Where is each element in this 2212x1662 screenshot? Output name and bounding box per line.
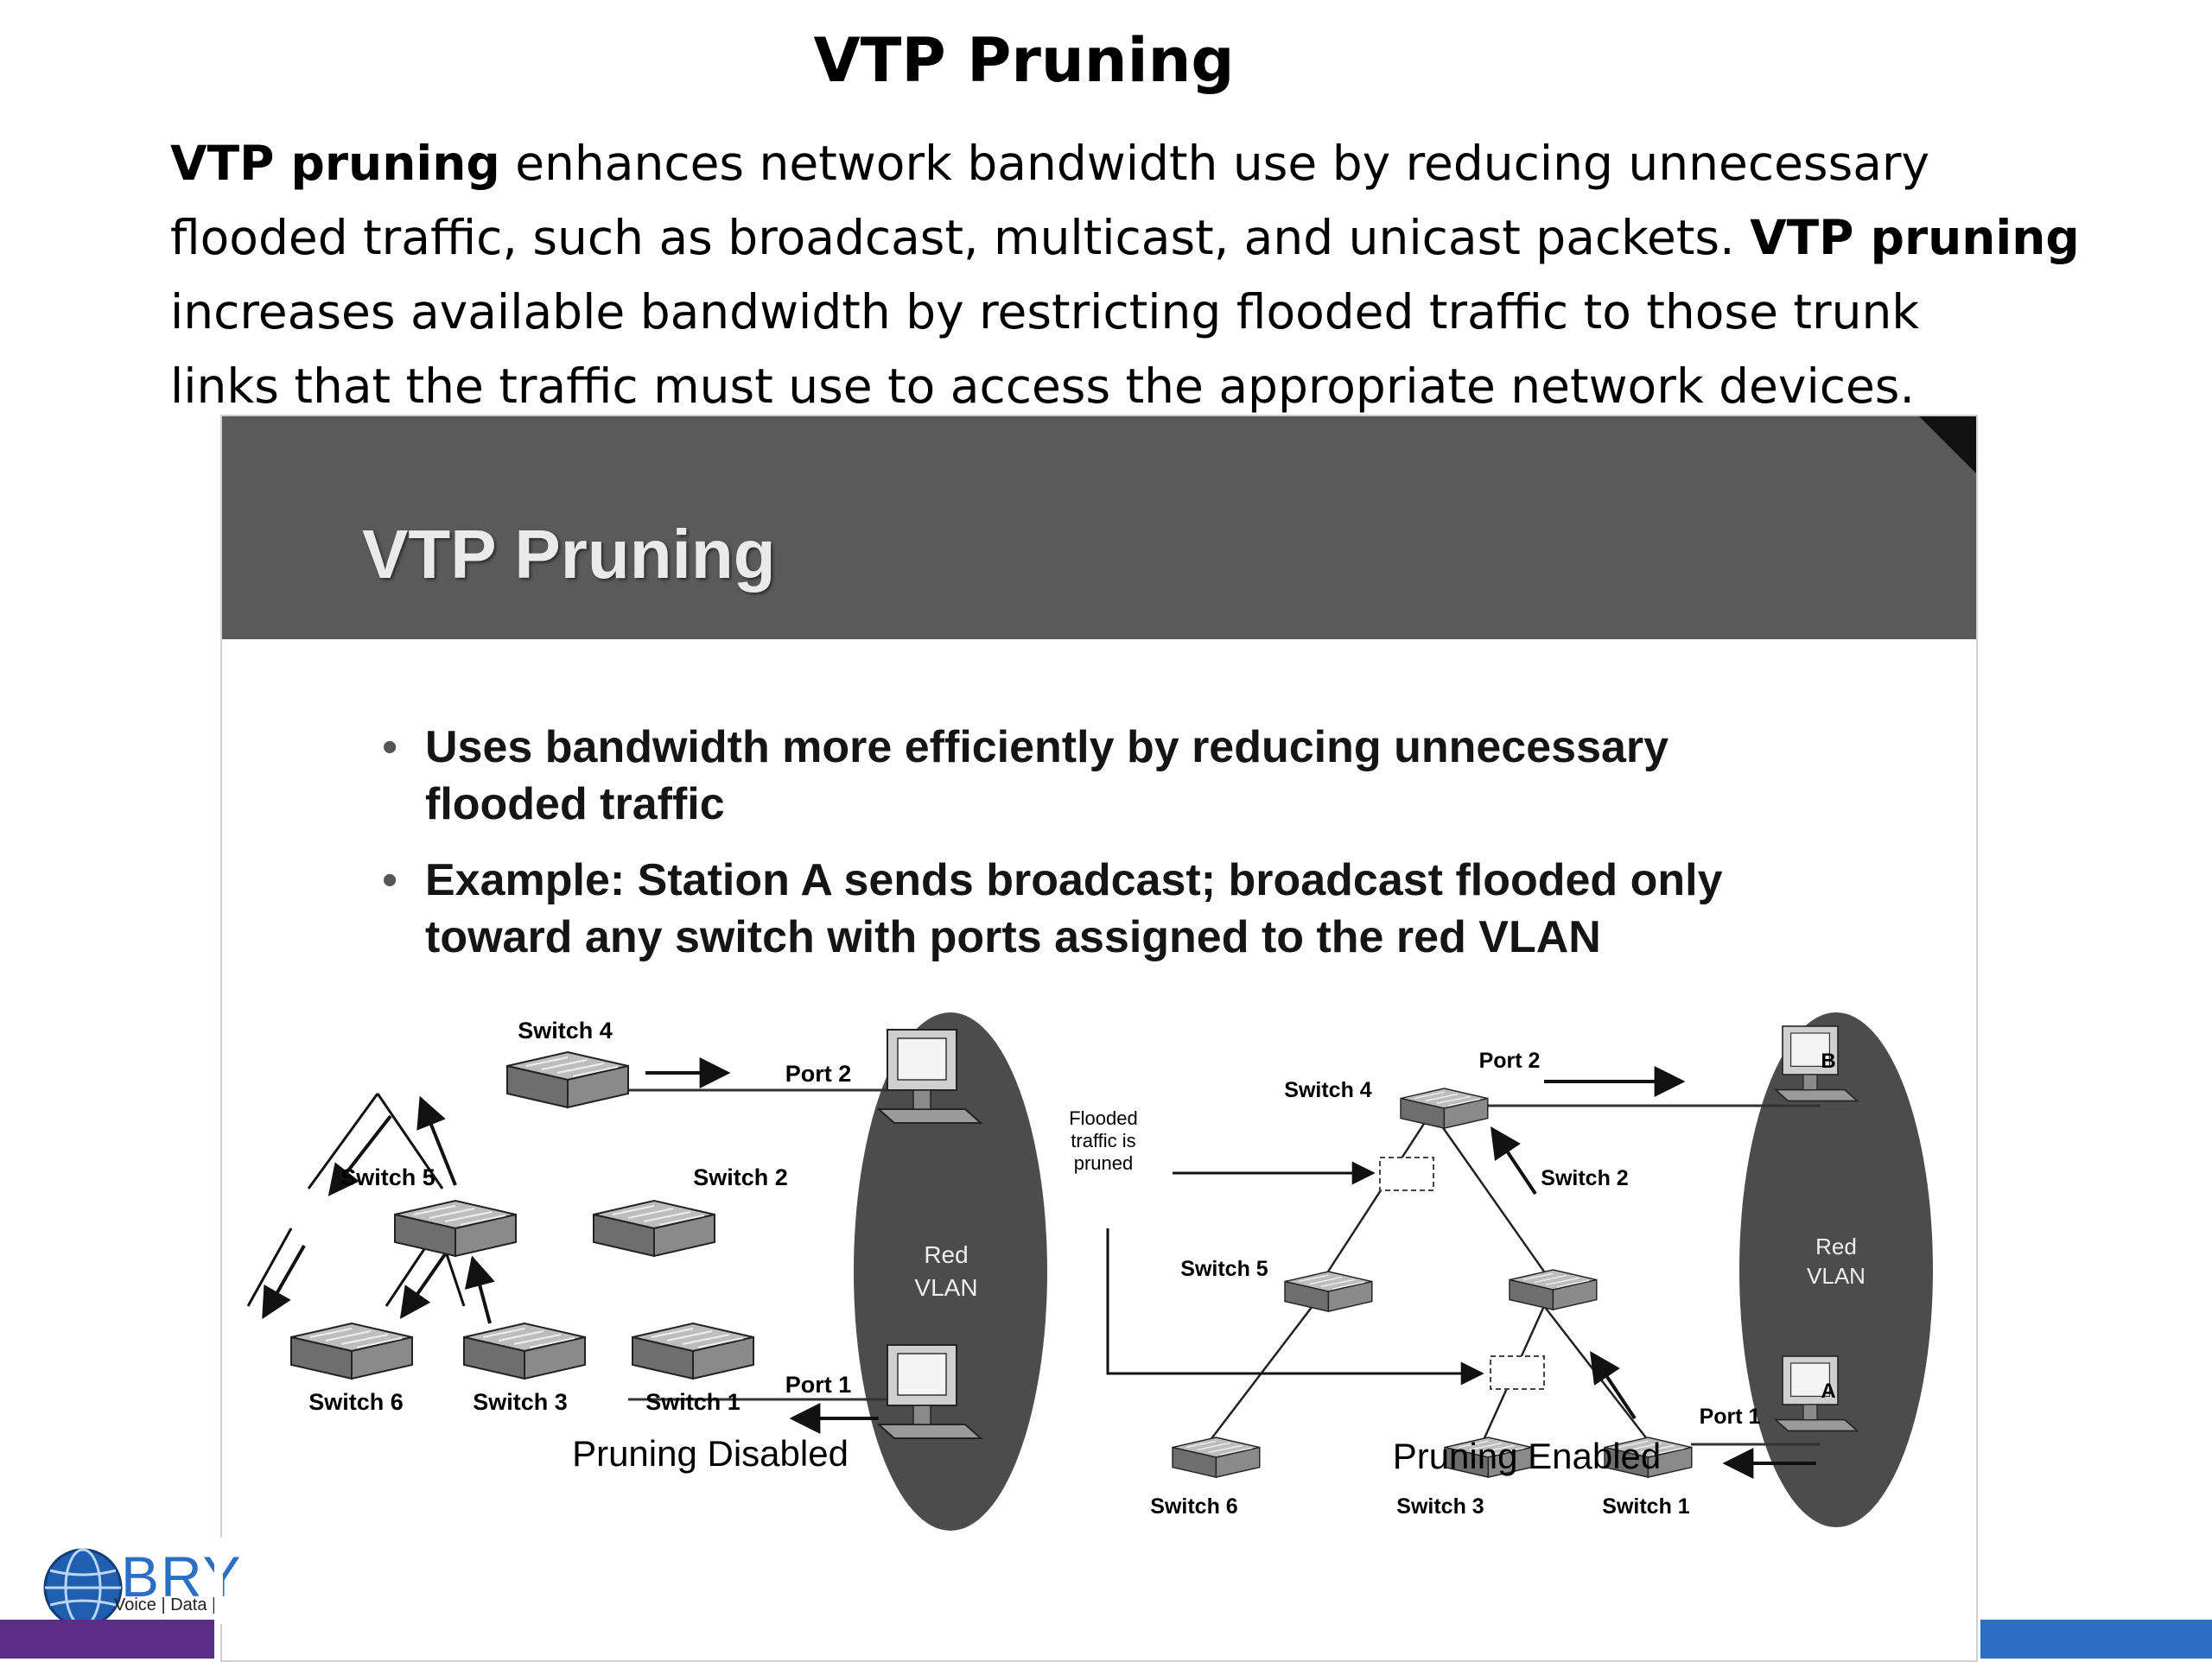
switch-label: Switch 6 (1150, 1494, 1237, 1519)
footer-bar-right (1980, 1620, 2212, 1659)
figure-title: VTP Pruning (362, 516, 776, 593)
arrow-icon (464, 1255, 495, 1324)
intro-paragraph: VTP pruning enhances network bandwidth u… (170, 126, 2183, 423)
figure-bullets: • Uses bandwidth more efficiently by red… (382, 719, 1937, 985)
vlan-label: VLAN (914, 1274, 977, 1301)
station-label: B (1821, 1050, 1835, 1073)
pruned-link-marker (1490, 1355, 1545, 1390)
switch-label: Switch 4 (1284, 1078, 1372, 1102)
switch-label: Switch 2 (1541, 1166, 1628, 1190)
switch-label: Switch 1 (645, 1389, 741, 1415)
switch-6-icon (290, 1323, 413, 1380)
switch-5-icon (394, 1200, 517, 1257)
switch-label: Switch 5 (1180, 1257, 1268, 1281)
bullet-item: • Uses bandwidth more efficiently by red… (382, 719, 1937, 833)
annotation-text: pruned (1074, 1152, 1134, 1174)
switch-label: Switch 3 (1396, 1494, 1484, 1519)
header-corner (1919, 416, 1976, 473)
intro-text: increases available bandwidth by restric… (170, 284, 1920, 339)
logo-tagline: Voice | Data | (114, 1595, 217, 1614)
bullet-text: toward any switch with ports assigned to… (425, 912, 1601, 962)
arrow-icon (327, 1114, 392, 1196)
port-label: Port 2 (1479, 1049, 1541, 1073)
intro-bold-term: VTP pruning (170, 136, 500, 191)
intro-text: enhances network bandwidth use by reduci… (499, 136, 1930, 191)
switch-6-icon (1172, 1437, 1261, 1478)
vlan-label: VLAN (1807, 1263, 1866, 1289)
diagram-caption: Pruning Disabled (572, 1433, 849, 1474)
switch-1-icon (632, 1323, 754, 1380)
annotation-text: Flooded (1069, 1107, 1138, 1129)
arrow-icon (262, 1245, 306, 1320)
switch-label: Switch 1 (1602, 1494, 1690, 1519)
switch-label: Switch 6 (308, 1389, 404, 1415)
bullet-text: flooded traffic (425, 779, 725, 829)
switch-3-icon (463, 1323, 586, 1380)
bullet-text: Uses bandwidth more efficiently by reduc… (425, 722, 1669, 772)
bullet-text: Example: Station A sends broadcast; broa… (425, 855, 1723, 905)
port-label: Port 1 (785, 1372, 852, 1398)
port-label: Port 2 (785, 1061, 852, 1087)
intro-bold-term: VTP pruning (1750, 210, 2080, 265)
bullet-dot-icon: • (382, 855, 398, 905)
intro-text: links that the traffic must use to acces… (170, 358, 1915, 414)
bullet-dot-icon: • (382, 722, 398, 772)
network-diagram: Red VLAN Switch 4 Switch (246, 1012, 1933, 1531)
bullet-item: • Example: Station A sends broadcast; br… (382, 852, 1937, 966)
port-label: Port 1 (1700, 1405, 1761, 1429)
annotation-text: traffic is (1071, 1130, 1135, 1151)
arrow-icon (399, 1244, 453, 1319)
slide-title: VTP Pruning (813, 25, 1235, 96)
switch-5-icon (1284, 1271, 1373, 1312)
switch-label: Switch 4 (518, 1018, 613, 1044)
switch-4-icon (506, 1051, 629, 1108)
arrow-icon (416, 1095, 457, 1186)
switch-2-icon (593, 1200, 715, 1257)
logo-crop-edge (214, 1538, 223, 1624)
figure-header: VTP Pruning (222, 416, 1976, 639)
arrow-icon (1590, 1351, 1637, 1420)
arrow-icon (1106, 1228, 1484, 1386)
switch-2-icon (1509, 1269, 1598, 1310)
pruning-disabled-diagram: Red VLAN Switch 4 Switch (246, 1012, 1047, 1531)
switch-label: Switch 3 (473, 1389, 568, 1415)
switch-label: Switch 2 (693, 1164, 788, 1190)
pruning-enabled-diagram: Red VLAN B A (1069, 1012, 1933, 1527)
switch-label: Switch 5 (340, 1164, 435, 1190)
switch-4-icon (1400, 1088, 1489, 1129)
footer-bar-left (0, 1620, 214, 1659)
diagram-caption: Pruning Enabled (1393, 1436, 1662, 1476)
station-label: A (1821, 1380, 1835, 1403)
intro-text: flooded traffic, such as broadcast, mult… (170, 210, 1751, 265)
pruned-link-marker (1379, 1157, 1434, 1191)
vtp-pruning-figure: VTP Pruning • Uses bandwidth more effici… (220, 415, 1978, 1662)
arrow-icon (1491, 1126, 1537, 1196)
vlan-label: Red (924, 1241, 968, 1268)
vlan-label: Red (1815, 1234, 1857, 1259)
